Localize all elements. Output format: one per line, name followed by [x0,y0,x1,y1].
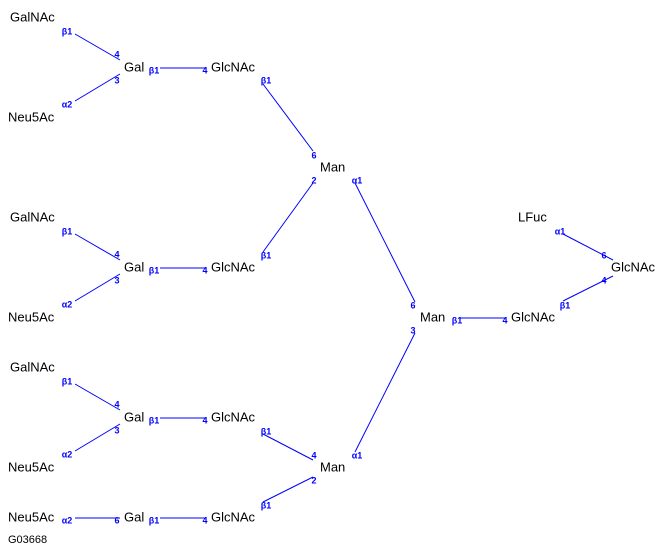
residue-neu5ac-2: Neu5Ac [8,309,55,324]
link-glcnac4-pos: 2 [311,475,316,485]
bond-galnac2-gal2 [74,233,121,261]
residue-gal-1: Gal [124,59,144,74]
link-neu5ac1-anomer: α2 [62,99,73,109]
bond-neu5ac1-gal1 [74,73,121,102]
residue-glcnac-2: GlcNAc [211,259,256,274]
residue-man-upper: Man [320,159,345,174]
link-neu5ac4-anomer: α2 [62,515,73,525]
link-gal3-pos: 4 [202,415,207,425]
glycan-id-label: G03668 [8,534,47,546]
link-glcnac3-pos: 4 [311,450,316,460]
link-galnac2-pos: 4 [114,249,119,259]
link-gal2-anomer: β1 [149,265,160,275]
link-glcnaccore1-pos: 4 [601,275,606,285]
bond-neu5ac3-gal3 [74,423,121,452]
bond-lines [74,33,614,519]
residue-glcnac-core1: GlcNAc [511,309,556,324]
residue-man-lower: Man [320,459,345,474]
link-mancore-pos6: 6 [410,300,415,310]
bond-galnac3-gal3 [74,383,121,411]
residue-labels: GalNAc Neu5Ac Gal GlcNAc Man GalNAc Neu5… [8,9,656,524]
residue-gal-3: Gal [124,409,144,424]
link-gal4-pos: 4 [202,515,207,525]
link-mancore-anomer: β1 [452,315,463,325]
link-neu5ac4-pos: 6 [114,515,119,525]
link-neu5ac2-anomer: α2 [62,299,73,309]
residue-galnac-3: GalNAc [10,359,55,374]
bond-lfuc-glcnaccore2 [562,233,614,261]
bond-galnac1-gal1 [74,33,121,61]
link-gal1-anomer: β1 [149,65,160,75]
residue-glcnac-core2: GlcNAc [611,259,656,274]
link-glcnac1-pos: 6 [311,150,316,160]
link-galnac1-pos: 4 [114,49,119,59]
link-galnac3-pos: 4 [114,399,119,409]
residue-galnac-1: GalNAc [10,9,55,24]
link-glcnac1-anomer: β1 [261,75,272,85]
residue-gal-2: Gal [124,259,144,274]
bond-manupper-mancore [354,182,416,303]
link-galnac2-anomer: β1 [62,226,73,236]
bond-glcnac1-manupper [262,83,314,152]
residue-neu5ac-4: Neu5Ac [8,509,55,524]
residue-neu5ac-1: Neu5Ac [8,109,55,124]
link-manupper-anomer: α1 [352,175,363,185]
bond-glcnac2-manupper [262,182,314,253]
link-neu5ac2-pos: 3 [114,275,119,285]
link-manupper-pos: 2 [311,175,316,185]
link-mancore-pos: 4 [502,315,507,325]
link-lfuc-pos: 6 [601,250,606,260]
residue-neu5ac-3: Neu5Ac [8,459,55,474]
link-lfuc-anomer: α1 [555,226,566,236]
residue-glcnac-3: GlcNAc [211,409,256,424]
link-glcnac3-anomer: β1 [261,426,272,436]
link-gal2-pos: 4 [202,265,207,275]
link-neu5ac3-pos: 3 [114,425,119,435]
residue-galnac-2: GalNAc [10,209,55,224]
residue-glcnac-1: GlcNAc [211,59,256,74]
bond-glcnac4-manlower [262,476,314,503]
link-glcnac4-anomer: β1 [261,500,272,510]
link-galnac1-anomer: β1 [62,26,73,36]
bond-glcnaccore1-glcnaccore2 [562,275,614,302]
link-glcnaccore1-anomer: β1 [560,300,571,310]
residue-man-core: Man [420,309,445,324]
link-glcnac2-anomer: β1 [261,250,272,260]
link-mancore-pos3: 3 [410,325,415,335]
linkage-labels: β1 4 α2 3 β1 4 β1 6 2 α1 β1 4 α2 3 β1 4 … [62,26,607,525]
bond-glcnac3-manlower [262,433,314,461]
bond-neu5ac2-gal2 [74,273,121,302]
link-gal3-anomer: β1 [149,415,160,425]
link-gal1-pos: 4 [202,65,207,75]
link-manlower-anomer: α1 [352,450,363,460]
link-gal4-anomer: β1 [149,515,160,525]
link-galnac3-anomer: β1 [62,376,73,386]
link-neu5ac3-anomer: α2 [62,449,73,459]
residue-lfuc: LFuc [518,209,547,224]
link-neu5ac1-pos: 3 [114,75,119,85]
bond-manlower-mancore [354,332,416,453]
residue-glcnac-4: GlcNAc [211,509,256,524]
residue-gal-4: Gal [124,509,144,524]
